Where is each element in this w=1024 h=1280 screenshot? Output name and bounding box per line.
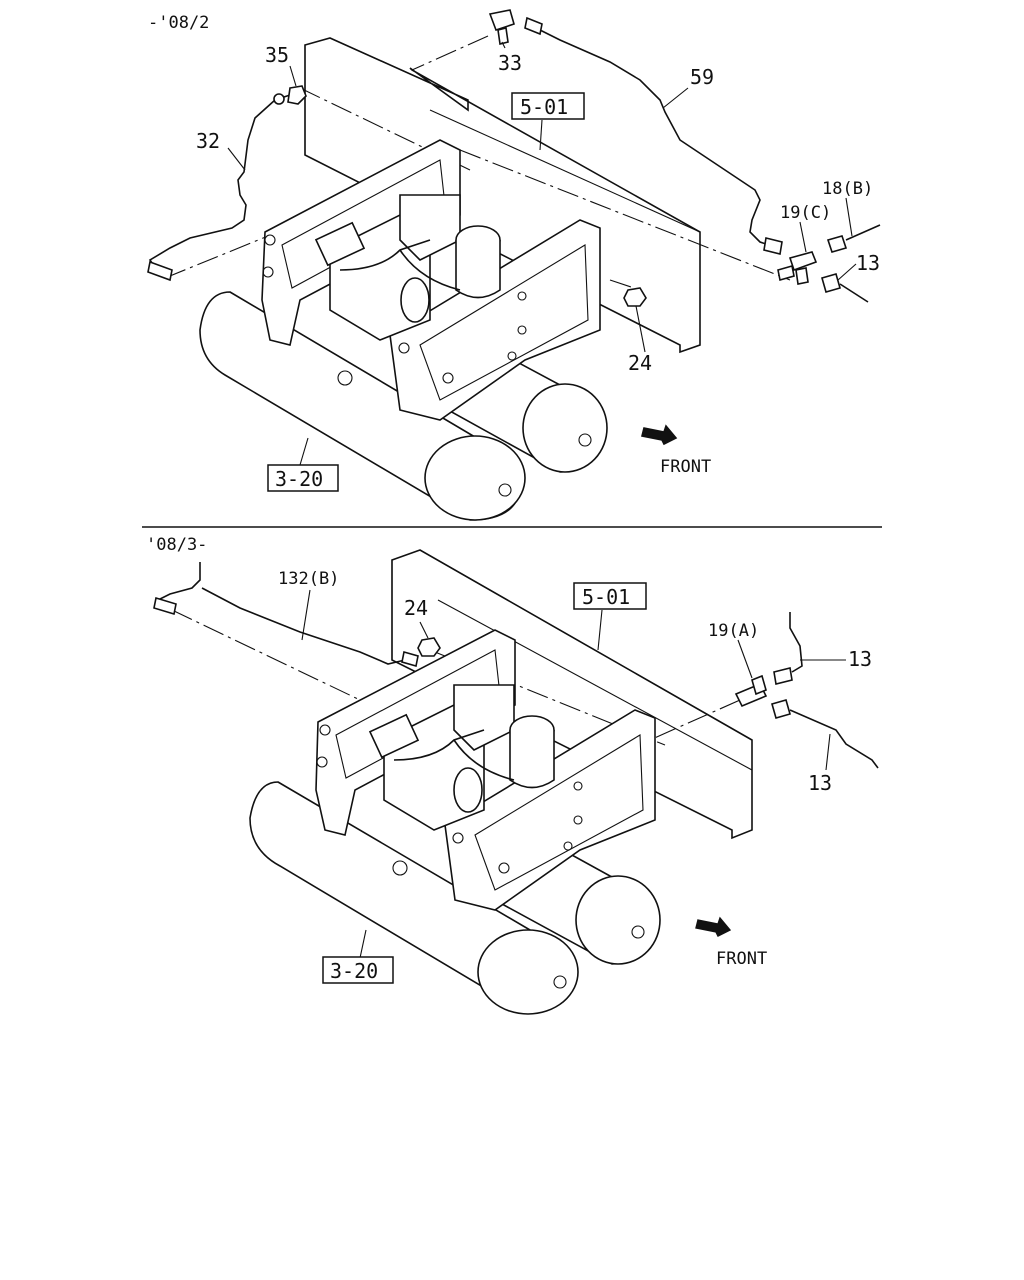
label-33: 33: [498, 51, 522, 75]
front-arrow-icon: [641, 424, 678, 446]
fitting-33: [488, 9, 515, 45]
ref-box-frame: [511, 92, 585, 120]
ref-box-frame: [573, 582, 647, 610]
fitting-13: [821, 273, 869, 303]
label-18b: 18(B): [822, 179, 873, 199]
ref-tank: 3-20: [330, 959, 378, 983]
nut-35: [287, 85, 307, 105]
front-label: FRONT: [660, 457, 711, 477]
pipe-13-upper: [773, 612, 803, 685]
valve-assembly: [368, 684, 555, 831]
tee-19c: [777, 251, 818, 285]
ref-frame: 5-01: [582, 585, 630, 609]
valve-assembly: [314, 194, 501, 341]
label-13-lower: 13: [808, 771, 832, 795]
label-19c: 19(C): [780, 203, 831, 223]
fitting-18b: [826, 224, 881, 253]
label-132b: 132(B): [278, 569, 339, 589]
frame-rail: [304, 37, 701, 354]
label-13-upper: 13: [848, 647, 872, 671]
pipe-59: [529, 24, 773, 247]
front-label: FRONT: [716, 949, 767, 969]
panel-bottom: '08/3-: [146, 535, 879, 1015]
ref-box-tank: [267, 464, 339, 492]
ref-tank: 3-20: [275, 467, 323, 491]
ref-frame: 5-01: [520, 95, 568, 119]
label-32: 32: [196, 129, 220, 153]
nut-24-top: [623, 287, 647, 307]
nut-24-bottom: [417, 637, 441, 657]
label-19a: 19(A): [708, 621, 759, 641]
ref-box-tank: [322, 956, 394, 984]
date-range-label: '08/3-: [146, 535, 207, 555]
pipe-32: [148, 94, 291, 273]
panel-top: -'08/2: [147, 9, 881, 521]
fitting-32-end: [147, 260, 173, 282]
label-59: 59: [690, 65, 714, 89]
air-tank-left: [249, 781, 579, 1015]
pipe-13-lower: [771, 699, 879, 769]
air-tank-left: [199, 291, 526, 521]
label-13: 13: [856, 251, 880, 275]
label-24: 24: [404, 596, 428, 620]
date-range-label: -'08/2: [148, 13, 209, 33]
label-35: 35: [265, 43, 289, 67]
tee-19a: [734, 674, 768, 708]
front-arrow-icon: [695, 916, 732, 937]
label-24: 24: [628, 351, 652, 375]
